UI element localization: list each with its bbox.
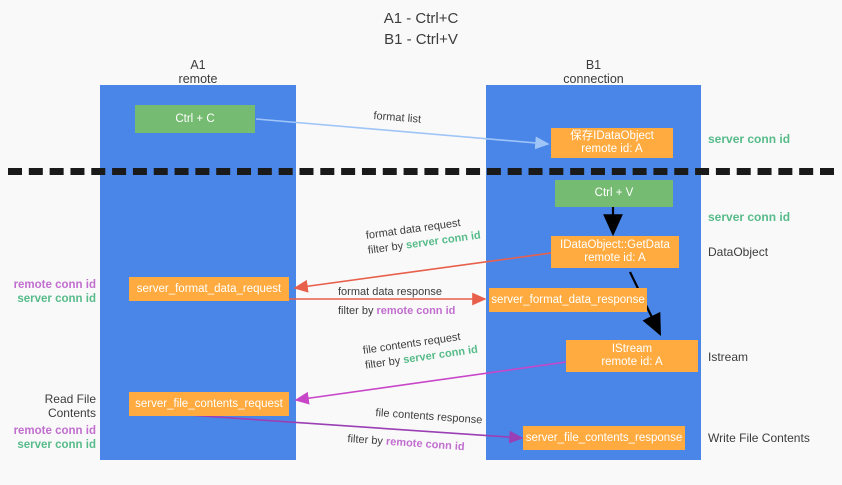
- page-title: A1 - Ctrl+C B1 - Ctrl+V: [383, 10, 459, 48]
- node-save-idataobject[interactable]: 保存IDataObject remote id: A: [551, 128, 673, 158]
- edge-label-format-data-request: format data request filter by server con…: [365, 214, 482, 259]
- right-label-write-file-contents: Write File Contents: [708, 431, 810, 445]
- node-ctrl-v[interactable]: Ctrl + V: [555, 180, 673, 207]
- right-label-server-conn-id-1: server conn id: [708, 132, 791, 146]
- node-server-file-contents-request[interactable]: server_file_contents_request: [129, 392, 289, 416]
- left-label-conn-ids-1: remote conn id server conn id: [0, 278, 96, 306]
- edge-label-format-data-response-filter: filter by remote conn id: [338, 304, 455, 319]
- edge-label-file-contents-request: file contents request filter by server c…: [362, 328, 479, 374]
- edge-label-format-list-text: format list: [372, 109, 422, 126]
- node-server-format-data-request[interactable]: server_format_data_request: [129, 277, 289, 301]
- edge-label-file-contents-response: file contents response: [375, 406, 483, 428]
- right-label-server-conn-id-2: server conn id: [708, 210, 791, 224]
- edge-label-file-contents-response-text: file contents response: [375, 406, 483, 427]
- edge-label-format-list: format list: [373, 109, 422, 128]
- lane-b1-title: B1 connection: [563, 58, 624, 86]
- edge-label-format-data-response: format data response filter by remote co…: [338, 285, 455, 319]
- edge-label-file-contents-response-filter: filter by remote conn id: [347, 432, 465, 455]
- left-label-remote-conn-id-2: remote conn id: [13, 425, 96, 437]
- right-label-dataobject: DataObject: [708, 245, 769, 259]
- edge-label-format-data-response-text: format data response: [338, 286, 442, 298]
- node-idataobject-getdata[interactable]: IDataObject::GetData remote id: A: [551, 236, 679, 268]
- node-ctrl-c[interactable]: Ctrl + C: [135, 105, 255, 133]
- node-server-file-contents-response[interactable]: server_file_contents_response: [523, 426, 685, 450]
- left-label-read-file-contents-heading: Read File Contents: [44, 392, 96, 420]
- filter-prefix: filter by: [364, 354, 405, 372]
- filter-prefix: filter by: [347, 432, 387, 448]
- filter-value-remote-conn-id: remote conn id: [376, 305, 456, 317]
- phase-divider: [8, 168, 834, 175]
- filter-prefix: filter by: [367, 239, 407, 257]
- left-label-server-conn-id-1: server conn id: [17, 293, 96, 305]
- left-label-remote-conn-id-1: remote conn id: [13, 279, 96, 291]
- left-label-server-conn-id-2: server conn id: [17, 439, 96, 451]
- node-istream[interactable]: IStream remote id: A: [566, 340, 698, 372]
- filter-value-remote-conn-id: remote conn id: [385, 435, 466, 454]
- node-server-format-data-response[interactable]: server_format_data_response: [489, 288, 647, 312]
- left-label-read-file-contents: Read File Contents remote conn id server…: [0, 392, 96, 452]
- filter-prefix: filter by: [338, 305, 377, 317]
- right-label-istream: Istream: [708, 350, 749, 364]
- lane-a1-title: A1 remote: [178, 58, 218, 86]
